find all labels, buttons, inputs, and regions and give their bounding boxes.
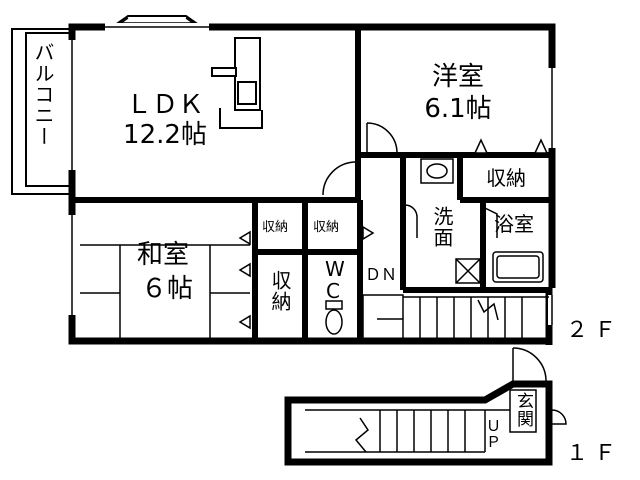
floor-label-1f: １Ｆ xyxy=(566,441,623,466)
washer-pan xyxy=(455,258,481,284)
entrance-door xyxy=(509,347,567,433)
wc-label-w: W xyxy=(325,257,345,281)
first-floor-walls xyxy=(284,380,553,466)
washroom-label: 洗面 xyxy=(430,206,454,248)
stairs-1f xyxy=(305,409,510,453)
room-japanese-name: 和室 xyxy=(136,240,189,270)
kitchen-counter xyxy=(211,37,263,129)
storage-western-label: 収納 xyxy=(486,166,526,190)
toilet xyxy=(325,300,343,335)
wc-label-c: C xyxy=(326,279,340,303)
stairs-dn-label: ＤＮ xyxy=(365,265,398,284)
interior-walls xyxy=(72,27,552,341)
room-western-size: 6.1帖 xyxy=(424,94,492,124)
japanese-fusuma xyxy=(80,225,375,338)
balcony-label: バルコニー xyxy=(31,42,55,147)
closet-markers xyxy=(473,138,549,154)
bathtub xyxy=(484,207,544,283)
storage-tall-label: 収納 xyxy=(268,270,292,312)
ldk-door xyxy=(322,161,357,196)
floor-label-2f: ２Ｆ xyxy=(566,318,623,343)
stairs-up-label: ＵＰ xyxy=(484,418,502,450)
room-ldk-size: 12.2帖 xyxy=(123,120,207,150)
room-western-name: 洋室 xyxy=(431,62,484,92)
storage-small-1-label: 収納 xyxy=(262,220,289,235)
wash-basin xyxy=(420,158,454,184)
stairs-2f xyxy=(362,294,549,341)
bath-label: 浴室 xyxy=(494,212,534,236)
room-ldk-name: ＬＤＫ xyxy=(125,90,204,120)
storage-small-2-label: 収納 xyxy=(313,220,340,235)
western-door xyxy=(366,122,398,154)
entrance-label: 玄関 xyxy=(513,392,533,428)
wash-door xyxy=(404,204,418,238)
room-japanese-size: ６帖 xyxy=(140,274,193,304)
